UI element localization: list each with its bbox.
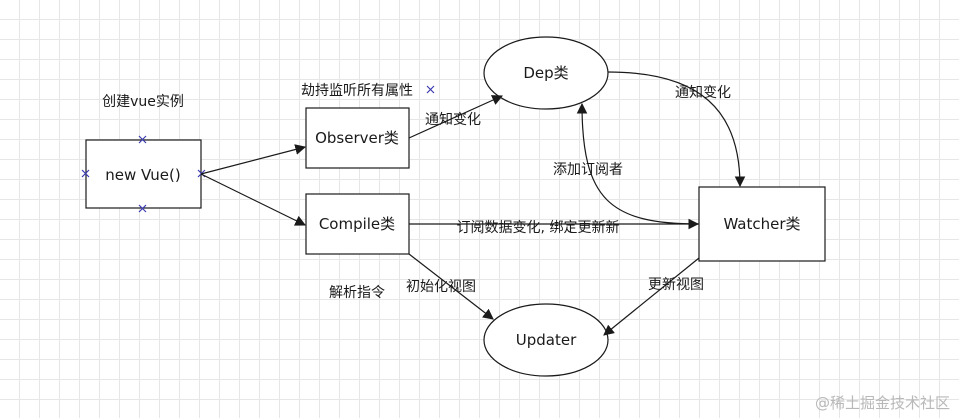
arrow-dep-watcher — [607, 71, 746, 188]
new-vue-box — [85, 139, 202, 209]
observer-label: Observer类 — [315, 129, 399, 147]
notify-change-left-label: 通知变化 — [425, 111, 481, 128]
updater-ellipse — [483, 303, 609, 377]
hijack-listen-label: 劫持监听所有属性 — [301, 83, 413, 99]
arrow-observer-dep — [408, 95, 503, 139]
arrow-compile-updater — [408, 253, 494, 320]
arrow-watcher-dep — [576, 102, 700, 225]
arrow-newvue-observer — [200, 144, 307, 175]
dep-ellipse — [483, 36, 609, 110]
compile-label: Compile类 — [319, 215, 395, 233]
create-vue-instance-label: 创建vue实例 — [102, 94, 184, 110]
updater-label: Updater — [516, 331, 577, 349]
compile-box — [305, 193, 410, 255]
arrow-watcher-updater — [603, 257, 700, 336]
notify-change-right-label: 通知变化 — [675, 84, 731, 101]
new-vue-label: new Vue() — [105, 166, 180, 184]
watcher-box — [698, 186, 826, 262]
watcher-label: Watcher类 — [723, 215, 800, 233]
watermark-text: @稀土掘金技术社区 — [815, 394, 950, 412]
arrow-newvue-compile — [200, 173, 306, 226]
update-view-label: 更新视图 — [648, 277, 704, 293]
parse-directive-label: 解析指令 — [329, 285, 385, 301]
observer-box — [305, 107, 410, 169]
subscribe-bind-label: 订阅数据变化, 绑定更新新 — [457, 220, 620, 236]
init-view-label: 初始化视图 — [406, 278, 476, 295]
add-subscriber-label: 添加订阅者 — [553, 162, 623, 178]
dep-label: Dep类 — [523, 64, 568, 82]
